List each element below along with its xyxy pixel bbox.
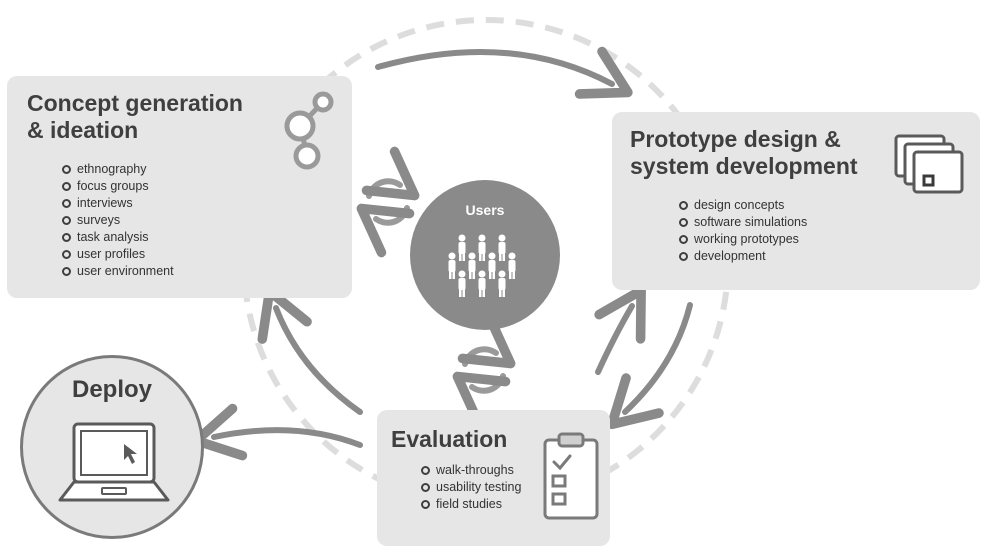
clipboard-checklist-icon	[543, 432, 599, 520]
list-item: usability testing	[421, 479, 521, 496]
prototype-design-box: Prototype design & system development de…	[612, 112, 980, 290]
list-item: field studies	[421, 496, 521, 513]
evaluation-title: Evaluation	[391, 426, 508, 452]
list-item: focus groups	[62, 178, 174, 195]
arrow-evaluation-to-deploy	[191, 403, 363, 461]
prototype-design-list: design concepts software simulations wor…	[679, 197, 807, 265]
list-item: development	[679, 248, 807, 265]
list-item: walk-throughs	[421, 462, 521, 479]
users-hub: Users	[410, 180, 560, 330]
users-group-icon	[448, 234, 516, 297]
cycle-icon	[452, 314, 516, 426]
concept-generation-box: Concept generation & ideation ethnograph…	[7, 76, 352, 298]
evaluation-box: Evaluation walk-throughs usability testi…	[377, 410, 610, 546]
list-item: task analysis	[62, 229, 174, 246]
deploy-title: Deploy	[71, 376, 152, 403]
laptop-icon	[58, 422, 170, 502]
arrow-prototype-to-evaluation	[607, 302, 693, 430]
list-item: design concepts	[679, 197, 807, 214]
list-item: working prototypes	[679, 231, 807, 248]
arrow-concept-to-prototype	[375, 46, 633, 99]
list-item: user profiles	[62, 246, 174, 263]
list-item: surveys	[62, 212, 174, 229]
users-label: Users	[465, 202, 505, 218]
deploy-node: Deploy	[20, 355, 204, 539]
list-item: software simulations	[679, 214, 807, 231]
list-item: user environment	[62, 263, 174, 280]
arrow-evaluation-to-concept	[257, 286, 363, 415]
list-item: interviews	[62, 195, 174, 212]
network-nodes-icon	[284, 91, 334, 170]
evaluation-list: walk-throughs usability testing field st…	[421, 462, 521, 513]
arrow-evaluation-to-prototype	[594, 285, 646, 375]
prototype-design-title: Prototype design & system development	[630, 126, 858, 180]
cycle-icon	[356, 146, 420, 258]
concept-generation-title: Concept generation & ideation	[27, 90, 243, 144]
concept-generation-list: ethnography focus groups interviews surv…	[62, 161, 174, 280]
list-item: ethnography	[62, 161, 174, 178]
layered-windows-icon	[894, 134, 964, 194]
